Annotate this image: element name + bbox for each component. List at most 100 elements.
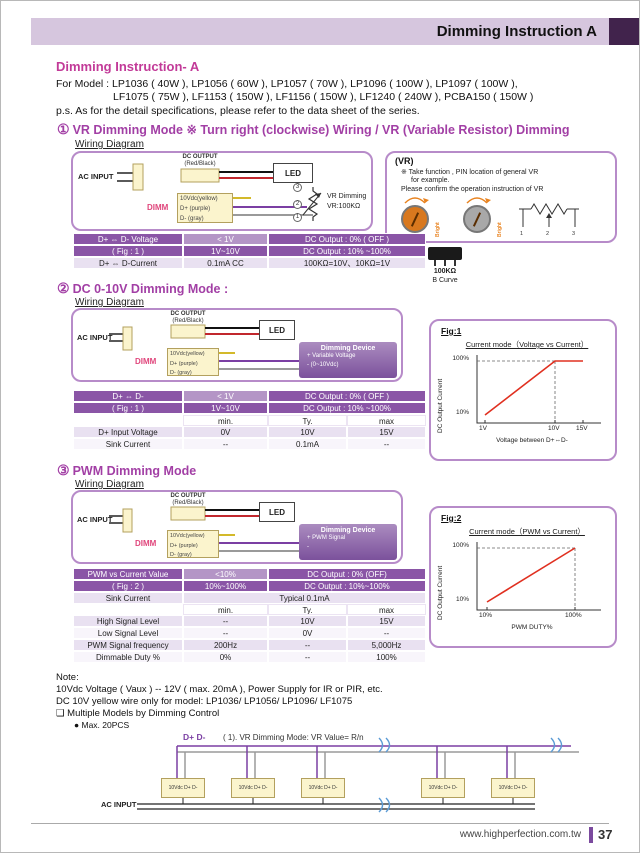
- table-row: ( Fig : 2 ) 10%~100% DC Output : 10%~100…: [73, 580, 426, 592]
- dimm-terminal-box: 10Vdc(yellow) D+ (purple) D- (gray): [177, 193, 233, 223]
- dc-output-text: DC OUTPUT: [170, 311, 206, 317]
- vr-box-line2: for example.: [411, 177, 450, 184]
- fig2-box: Fig:2 Current mode（PWM vs Current） DC Ou…: [429, 506, 617, 648]
- fig1-title: Current mode（Voltage vs Current）: [465, 340, 589, 349]
- dplus-dminus-label: D+ D-: [183, 732, 206, 742]
- table-cell: Low Signal Level: [73, 627, 183, 639]
- section2-number: ②: [57, 280, 70, 296]
- section1-table: D+ ⇔ D- Voltage < 1V DC Output : 0% ( OF…: [73, 233, 426, 269]
- schematic-pin-2: 2: [546, 231, 550, 237]
- wire-dminus-label: D- (gray): [170, 370, 192, 376]
- table-cell: 200Hz: [183, 639, 268, 651]
- fig1-xtick-10v: 10V: [548, 425, 560, 432]
- table-row: D+ ⇔ D- < 1V DC Output : 0% ( OFF ): [73, 390, 426, 402]
- table-cell: Sink Current: [73, 438, 183, 450]
- schematic-pin-1: 1: [520, 231, 524, 237]
- dimm-terminal-box: 10Vdc(yellow) D+ (purple) D- (gray): [167, 348, 219, 376]
- page-number: 37: [598, 827, 613, 842]
- table-cell: --: [183, 438, 268, 450]
- ps-line: p.s. As for the detail specifications, p…: [56, 105, 420, 117]
- fig2-xtick-10pct: 10%: [479, 612, 493, 619]
- table-cell: ( Fig : 2 ): [73, 580, 183, 592]
- table-row: D+ Input Voltage 0V 10V 15V: [73, 426, 426, 438]
- pot-component-pin: [434, 260, 436, 266]
- table-cell: Ty.: [268, 415, 347, 426]
- table-cell: max: [347, 415, 426, 426]
- table-row: ( Fig : 1 ) 1V~10V DC Output : 10% ~100%: [73, 245, 426, 257]
- table-row: ( Fig : 1 ) 1V~10V DC Output : 10% ~100%: [73, 402, 426, 414]
- fig2-xlabel: PWM DUTY%: [511, 624, 553, 631]
- table-cell: D+ ⇔ D- Voltage: [73, 233, 183, 245]
- wire-dplus-label: D+ (purple): [170, 360, 198, 367]
- power-unit-5: 10Vdc D+ D-: [491, 778, 535, 798]
- dimming-device-line2: - (0~10Vdc): [307, 362, 339, 368]
- dc-output-sub: (Red/Black): [184, 161, 216, 167]
- table-cell: min.: [183, 415, 268, 426]
- table-cell: D+ ⇔ D-Current: [73, 257, 183, 269]
- table-cell: DC Output : 0% ( OFF ): [268, 390, 426, 402]
- multi-model-diagram: D+ D- ( 1). VR Dimming Mode: VR Value= R…: [101, 732, 621, 820]
- table-cell: Ty.: [268, 604, 347, 615]
- table-row: D+ ⇔ D-Current 0.1mA CC 100KΩ=10V、10KΩ=1…: [73, 257, 426, 269]
- vr-value-label: VR:100KΩ: [327, 203, 361, 210]
- table-row: Low Signal Level -- 0V --: [73, 627, 426, 639]
- vr-info-box: (VR) ※ Take function , PIN location of g…: [385, 151, 617, 243]
- table-cell: 0V: [268, 627, 347, 639]
- wire-dplus-label: D+ (purple): [170, 542, 198, 549]
- wiring-diagram-2: AC INPUT DC OUTPUT (Red/Black) LED DIMM …: [71, 308, 403, 382]
- vr-box-line1: ※ Take function , PIN location of genera…: [401, 169, 539, 176]
- vr-box-line3: Please confirm the operation instruction…: [401, 186, 544, 193]
- header-title: Dimming Instruction A: [436, 23, 597, 40]
- multi-model-svg: [137, 737, 579, 813]
- header-corner-block: [609, 18, 639, 45]
- dc-output-text: DC OUTPUT: [170, 493, 206, 499]
- table-cell: 0%: [183, 651, 268, 663]
- table-cell: DC Output : 0% (OFF): [268, 568, 426, 580]
- table-cell: --: [347, 627, 426, 639]
- table-row: min. Ty. max: [73, 604, 426, 615]
- pot-slot: [410, 211, 420, 227]
- footer-url: www.highperfection.com.tw: [459, 829, 581, 840]
- pot-component-pin: [454, 260, 456, 266]
- table-cell: --: [347, 438, 426, 450]
- vr-box-title: (VR): [395, 156, 414, 166]
- power-unit-3: 10Vdc D+ D-: [301, 778, 345, 798]
- wiring-diagram-1: AC INPUT DC OUTPUT (Red/Black) LED DIMM …: [71, 151, 373, 231]
- table-cell: 1V~10V: [183, 402, 268, 414]
- table-cell: 100KΩ=10V、10KΩ=1V: [268, 257, 426, 269]
- table-cell: 0V: [183, 426, 268, 438]
- table-cell: Typical 0.1mA: [183, 592, 426, 604]
- table-cell: 15V: [347, 426, 426, 438]
- table-row: D+ ⇔ D- Voltage < 1V DC Output : 0% ( OF…: [73, 233, 426, 245]
- pot-curve-label: B Curve: [432, 277, 458, 284]
- table-cell: < 1V: [183, 233, 268, 245]
- section2-table-top: D+ ⇔ D- < 1V DC Output : 0% ( OFF ) ( Fi…: [73, 390, 426, 414]
- section1-number: ①: [57, 121, 70, 137]
- fig2-xtick-100pct: 100%: [565, 612, 582, 619]
- dc-output-label: DC OUTPUT (Red/Black): [171, 154, 229, 168]
- potentiometer-1: [401, 205, 429, 233]
- table-cell: --: [268, 651, 347, 663]
- table-cell: PWM Signal frequency: [73, 639, 183, 651]
- note-line2: DC 10V yellow wire only for model: LP103…: [56, 696, 353, 707]
- fig1-ytick-100: 100%: [452, 355, 469, 362]
- dc-output-label: DC OUTPUT (Red/Black): [161, 493, 215, 507]
- footer-accent-bar: [589, 827, 593, 843]
- dimming-device-line2: -: [307, 544, 309, 550]
- wiring-diagram-3-svg: [109, 506, 299, 552]
- note-line4: ● Max. 20PCS: [74, 720, 130, 730]
- page-title: Dimming Instruction- A: [56, 59, 200, 74]
- ac-input-label: AC INPUT: [78, 172, 114, 181]
- section1-wiring-label: Wiring Diagram: [75, 139, 144, 150]
- wire-10vdc-label: 10Vdc(yellow): [170, 533, 205, 539]
- table-cell: ( Fig : 1 ): [73, 402, 183, 414]
- dimming-device-title: Dimming Device: [320, 345, 376, 352]
- table-cell: max: [347, 604, 426, 615]
- section3-table-top: PWM vs Current Value <10% DC Output : 0%…: [73, 568, 426, 604]
- fig1-xtick-1v: 1V: [479, 425, 487, 432]
- table-row: min. Ty. max: [73, 415, 426, 426]
- table-row: Sink Current Typical 0.1mA: [73, 592, 426, 604]
